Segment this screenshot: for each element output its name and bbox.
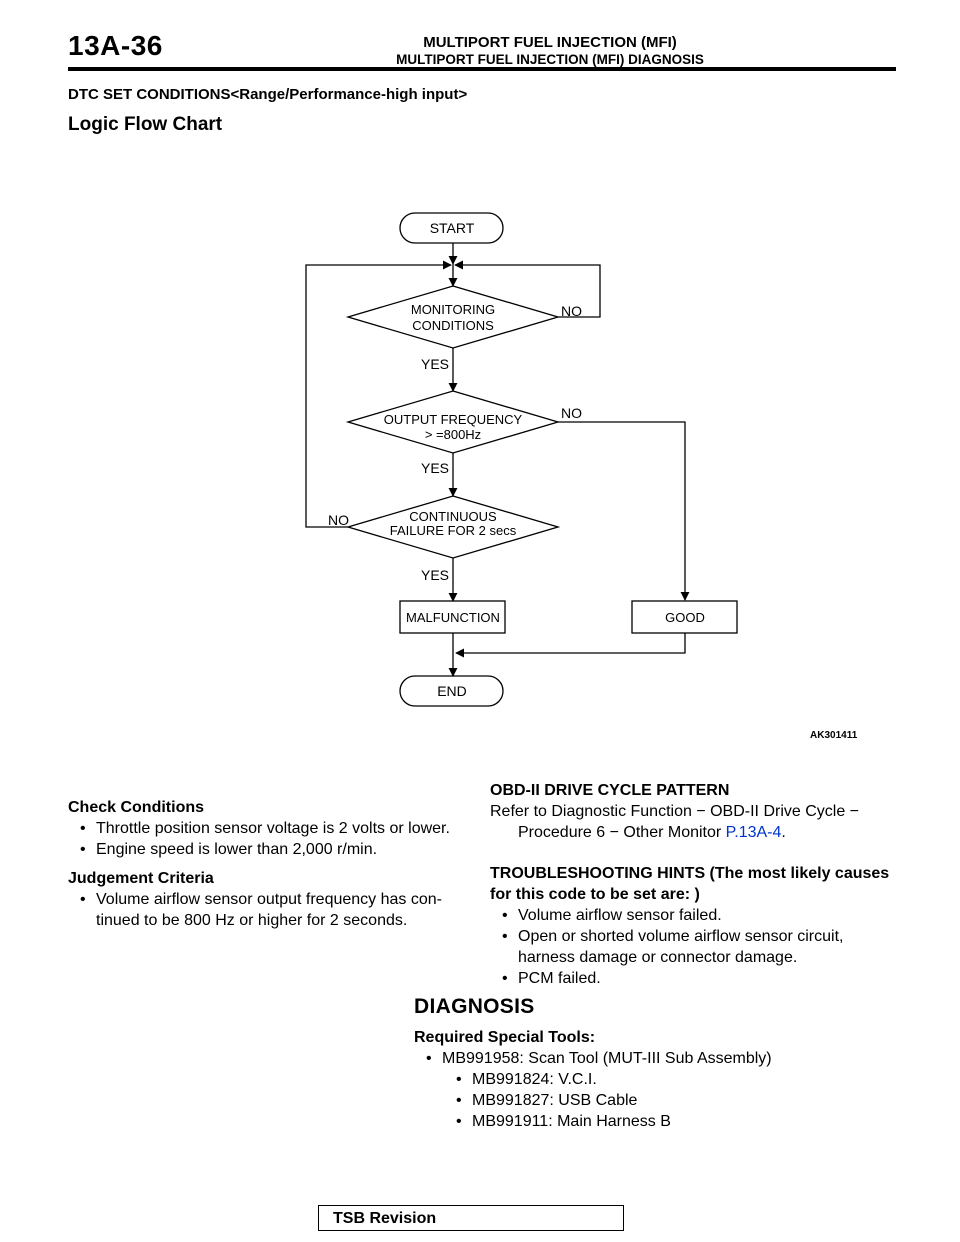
header-subtitle: MULTIPORT FUEL INJECTION (MFI) DIAGNOSIS [396, 52, 704, 67]
start-terminal [399, 212, 504, 244]
diagnosis-section: DIAGNOSIS Required Special Tools: MB9919… [414, 996, 884, 1132]
monitoring-label-1: MONITORING [411, 302, 495, 317]
header-rule [68, 67, 896, 71]
page-link[interactable]: P.13A-4 [725, 824, 782, 841]
obd-text: Refer to Diagnostic Function − OBD-II Dr… [490, 803, 860, 841]
obd-text-end: . [781, 824, 786, 841]
tools-list: MB991958: Scan Tool (MUT-III Sub Assembl… [414, 1048, 884, 1132]
header-title: MULTIPORT FUEL INJECTION (MFI) [423, 34, 677, 51]
page-number: 13A-36 [68, 30, 163, 61]
monitoring-yes-label: YES [421, 356, 449, 372]
check-conditions-list: Throttle position sensor voltage is 2 vo… [68, 818, 468, 860]
continuous-label-1: CONTINUOUS [409, 509, 497, 524]
continuous-no-label: NO [328, 512, 349, 528]
header-title-block: MULTIPORT FUEL INJECTION (MFI) MULTIPORT… [300, 34, 800, 68]
continuous-label-2: FAILURE FOR 2 secs [390, 523, 517, 538]
output-label-2: > =800Hz [425, 427, 481, 442]
tsb-revision-box: TSB Revision [318, 1205, 624, 1231]
list-item: PCM failed. [490, 968, 890, 989]
monitoring-label-2: CONDITIONS [412, 318, 494, 333]
right-column: OBD-II DRIVE CYCLE PATTERN Refer to Diag… [490, 780, 890, 989]
left-column: Check Conditions Throttle position senso… [68, 797, 468, 931]
obd-heading: OBD-II DRIVE CYCLE PATTERN [490, 782, 730, 799]
good-label: GOOD [665, 610, 705, 625]
continuous-yes-label: YES [421, 567, 449, 583]
judgement-criteria-heading: Judgement Criteria [68, 870, 214, 887]
output-yes-label: YES [421, 460, 449, 476]
end-label: END [437, 683, 467, 699]
monitoring-conditions-decision [345, 285, 561, 349]
diagnosis-heading: DIAGNOSIS [414, 995, 535, 1018]
list-item: Engine speed is lower than 2,000 r/min. [68, 839, 468, 860]
list-item: Throttle position sensor voltage is 2 vo… [68, 818, 468, 839]
list-item: MB991911: Main Harness B [414, 1111, 884, 1132]
list-item: MB991824: V.C.I. [414, 1069, 884, 1090]
output-label-1: OUTPUT FREQUENCY [384, 412, 523, 427]
list-item: Open or shorted volume airflow sensor ci… [490, 926, 890, 968]
obd-text-block: Refer to Diagnostic Function − OBD-II Dr… [490, 801, 890, 843]
check-conditions-heading: Check Conditions [68, 799, 205, 816]
start-label: START [430, 220, 475, 236]
troubleshooting-heading: TROUBLESHOOTING HINTS (The most likely c… [490, 865, 890, 903]
list-item: Volume airflow sensor failed. [490, 905, 890, 926]
judgement-criteria-list: Volume airflow sensor output frequency h… [68, 889, 468, 931]
malfunction-label: MALFUNCTION [406, 610, 500, 625]
end-terminal [399, 675, 504, 707]
monitoring-no-label: NO [561, 303, 582, 319]
section-title: DTC SET CONDITIONS<Range/Performance-hig… [68, 86, 468, 103]
tools-heading: Required Special Tools: [414, 1029, 596, 1046]
logic-flow-chart: START MONITORING CONDITIONS OUTPUT FREQU… [305, 212, 858, 741]
list-item: MB991958: Scan Tool (MUT-III Sub Assembl… [414, 1048, 884, 1069]
output-no-label: NO [561, 405, 582, 421]
list-item: MB991827: USB Cable [414, 1090, 884, 1111]
figure-id: AK301411 [810, 730, 858, 741]
section-subtitle: Logic Flow Chart [68, 114, 223, 135]
list-item: Volume airflow sensor output frequency h… [68, 889, 468, 931]
troubleshooting-list: Volume airflow sensor failed. Open or sh… [490, 905, 890, 989]
